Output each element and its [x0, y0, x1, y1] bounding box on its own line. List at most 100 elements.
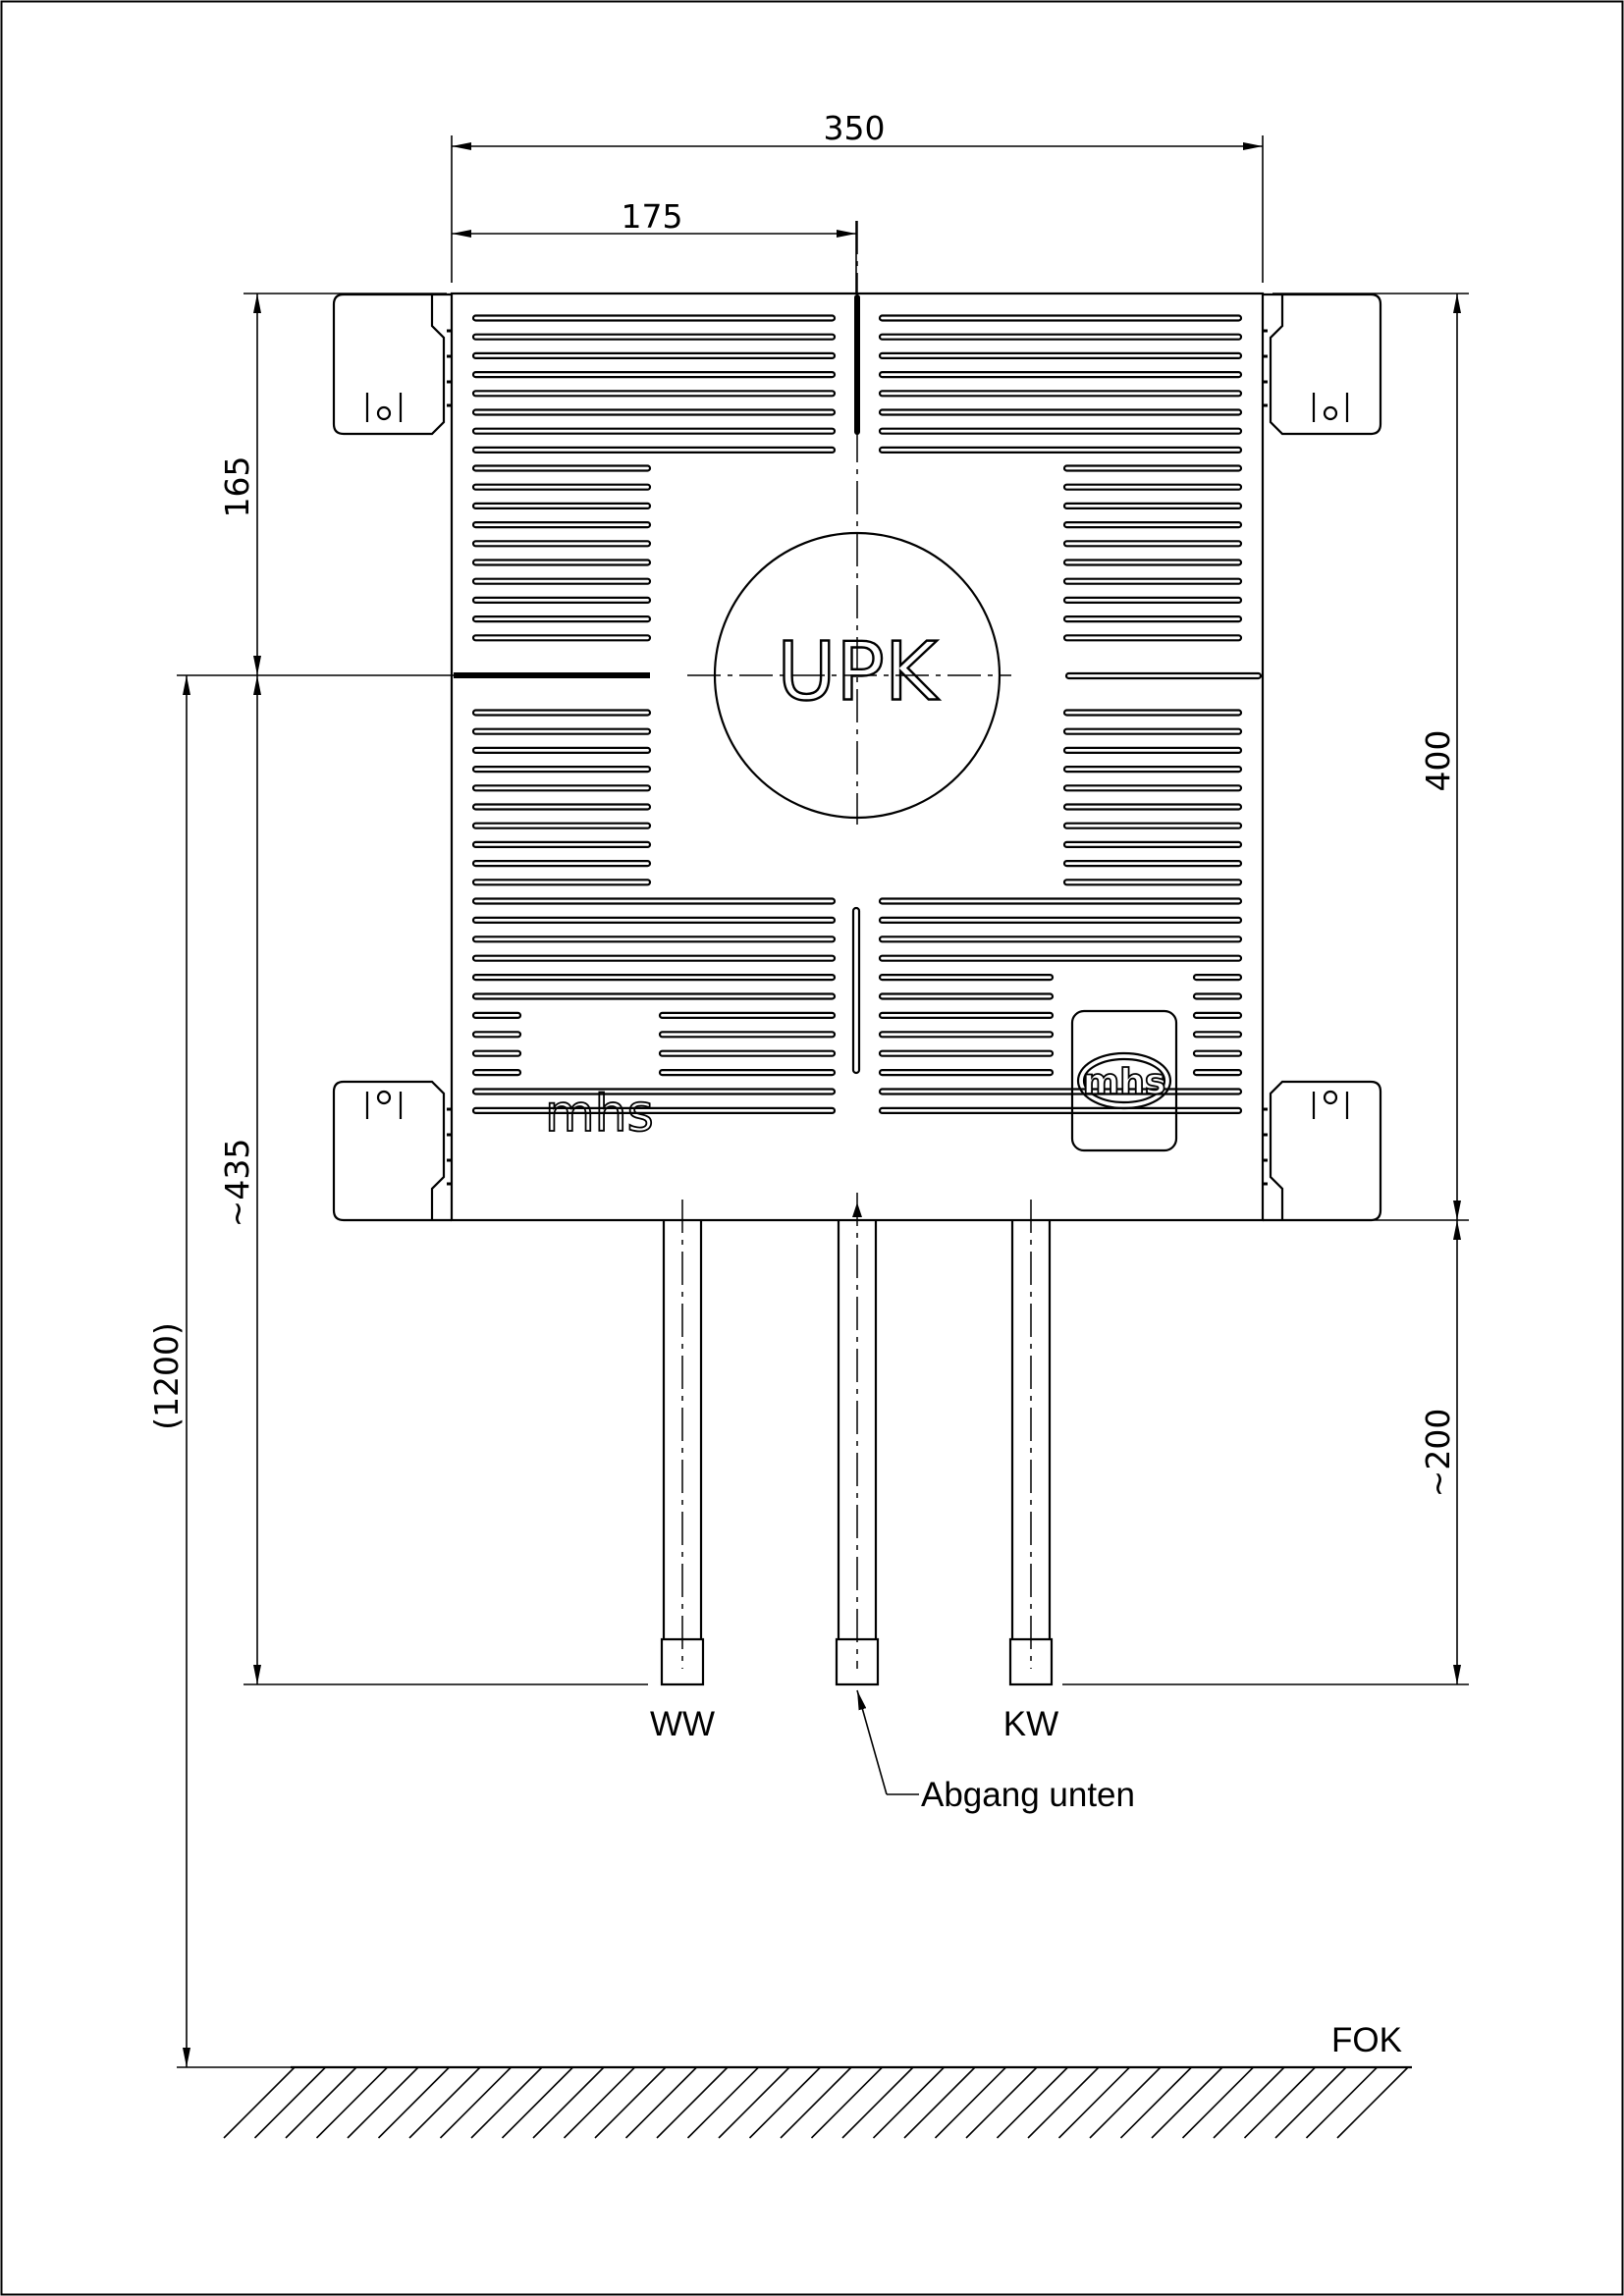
hatch-line [377, 2066, 451, 2139]
vent-slot [471, 822, 652, 829]
vent-slot [471, 897, 837, 905]
dimension-half-width: 175 [452, 197, 857, 294]
hatch-line [810, 2066, 884, 2139]
dimension-center-to-floor: (1200) [147, 675, 295, 2068]
vent-slot [471, 502, 652, 510]
vent-slot [1062, 634, 1243, 642]
vent-slot [1062, 596, 1243, 605]
mhs-badge-logo: mhs [1070, 1009, 1178, 1152]
vent-slot [1192, 1049, 1243, 1057]
vent-slot [878, 897, 1243, 905]
vent-slot [1062, 483, 1243, 491]
vent-slot [878, 446, 1243, 454]
vent-slot [471, 784, 652, 792]
right-center-mark [1064, 671, 1263, 680]
bottom-outlet-label: Abgang unten [921, 1776, 1135, 1814]
hatch-line [594, 2066, 667, 2139]
vent-slot [878, 992, 1055, 1000]
mhs-logo: mhs [544, 1084, 655, 1145]
vent-slot [471, 879, 652, 886]
vent-slot [471, 408, 837, 416]
vent-slot [1062, 784, 1243, 792]
hatch-line [1213, 2066, 1285, 2139]
hatch-line [532, 2066, 605, 2139]
vent-slot [471, 559, 652, 566]
hatch-line [315, 2066, 389, 2139]
vent-slot [471, 992, 837, 1000]
hatch-line [965, 2066, 1038, 2139]
vent-slot [471, 803, 652, 811]
vent-slot [878, 935, 1243, 943]
hatch-line [1151, 2066, 1223, 2139]
vent-slot [1062, 746, 1243, 755]
center-vertical-slot [851, 906, 861, 1075]
vent-slot [471, 727, 652, 735]
vent-slot [471, 333, 837, 341]
hatch-line [780, 2066, 852, 2139]
vent-slot [1062, 464, 1243, 472]
vent-slot [878, 1106, 1243, 1115]
hatch-line [686, 2066, 760, 2139]
hatch-line [1057, 2066, 1131, 2139]
hatch-line [1027, 2066, 1100, 2139]
hatch-line [1336, 2066, 1409, 2139]
vent-slot [1192, 1031, 1243, 1039]
vent-slot [471, 596, 652, 605]
vent-slot [878, 1088, 1243, 1095]
vent-slot [1062, 727, 1243, 735]
vent-slot [878, 916, 1243, 925]
vent-slot [878, 1031, 1055, 1039]
vent-slot [471, 1049, 522, 1057]
hatch-line [903, 2066, 976, 2139]
hatch-line [563, 2066, 636, 2139]
vent-slot [471, 840, 652, 849]
vent-slot [471, 314, 837, 322]
vent-slot [471, 954, 837, 962]
vent-slot [471, 746, 652, 755]
dimension-outlet-length-value: ~200 [1419, 1409, 1457, 1498]
floor-hatching [223, 2066, 1409, 2139]
dimension-half-width-value: 175 [622, 197, 683, 236]
vent-slot [471, 935, 837, 943]
floor-level-label: FOK [1331, 2021, 1402, 2059]
vent-slot [1062, 614, 1243, 623]
vent-slot [1062, 540, 1243, 548]
hatch-line [748, 2066, 822, 2139]
hatch-line [996, 2066, 1069, 2139]
hatch-line [718, 2066, 790, 2139]
vent-slot [1062, 559, 1243, 566]
vent-slot [471, 709, 652, 717]
vent-slot [1062, 879, 1243, 886]
vent-slot [1192, 1011, 1243, 1020]
bottom-outlet-leader [856, 1689, 919, 1795]
hatch-line [1274, 2066, 1347, 2139]
vent-slot [1192, 973, 1243, 982]
vent-slot [471, 859, 652, 868]
dimension-box-height-value: 400 [1419, 730, 1457, 792]
vent-slot [1062, 520, 1243, 529]
vent-slot [471, 577, 652, 585]
floor-level [223, 2065, 1412, 2139]
dimension-center-to-floor-value: (1200) [147, 1322, 186, 1430]
dimension-outlet-length: ~200 [1062, 1220, 1469, 1685]
vent-slot [1062, 803, 1243, 811]
vent-slot [878, 973, 1055, 982]
vent-slot [471, 1088, 837, 1095]
bottom-center-notch [852, 1202, 862, 1217]
vent-slot [471, 351, 837, 359]
hatch-line [934, 2066, 1007, 2139]
vent-slot [471, 765, 652, 774]
hatch-line [470, 2066, 543, 2139]
vent-slot [1192, 992, 1243, 1000]
hatch-line [1119, 2066, 1193, 2139]
hatch-line [223, 2066, 296, 2139]
hatch-line [253, 2066, 327, 2139]
hatch-line [1089, 2066, 1162, 2139]
vent-slot [471, 1068, 522, 1077]
vent-slot [471, 1011, 522, 1020]
vent-slot [1062, 822, 1243, 829]
warm-water-label: WW [650, 1705, 715, 1743]
pipe-warm-water [660, 1200, 705, 1686]
